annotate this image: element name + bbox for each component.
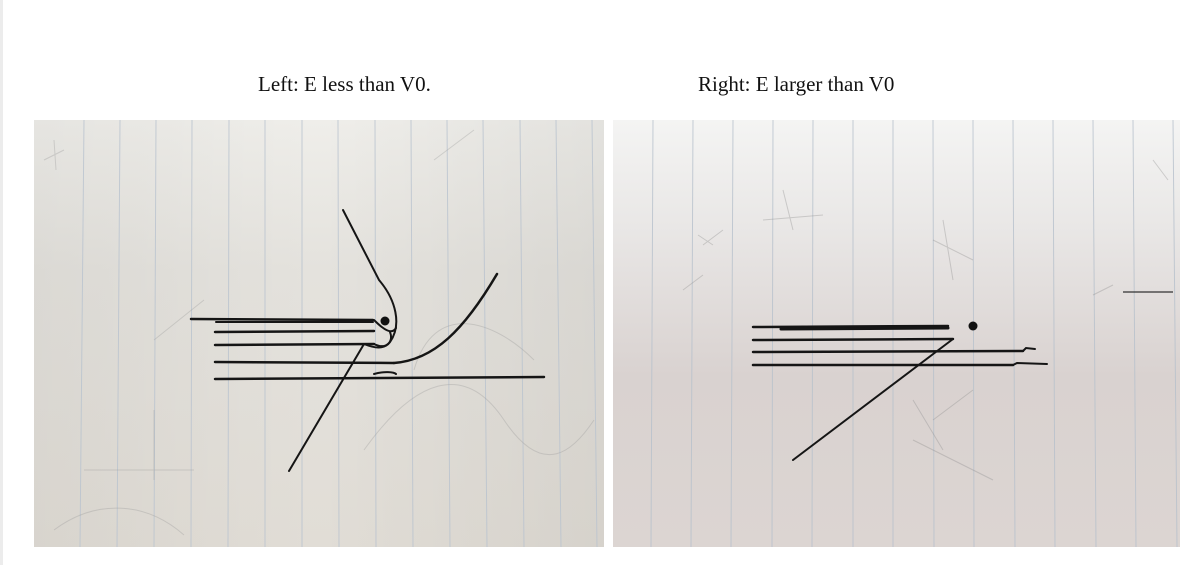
- paper-background: [613, 120, 1180, 547]
- ruled-lines: [650, 120, 1178, 547]
- photo-left: [34, 120, 604, 547]
- photo-right: [613, 120, 1180, 547]
- sketch-right-illustration: [613, 120, 1180, 547]
- caption-right: Right: E larger than V0: [698, 72, 895, 96]
- ink-trajectories: [751, 324, 1048, 461]
- ruled-lines: [79, 120, 598, 547]
- sketch-left-illustration: [34, 120, 604, 547]
- scatter-center-dot: [380, 316, 390, 326]
- page-left-border: [0, 0, 3, 565]
- ink-trajectories: [189, 209, 546, 472]
- caption-left: Left: E less than V0.: [258, 72, 431, 96]
- scatter-center-dot: [968, 321, 978, 331]
